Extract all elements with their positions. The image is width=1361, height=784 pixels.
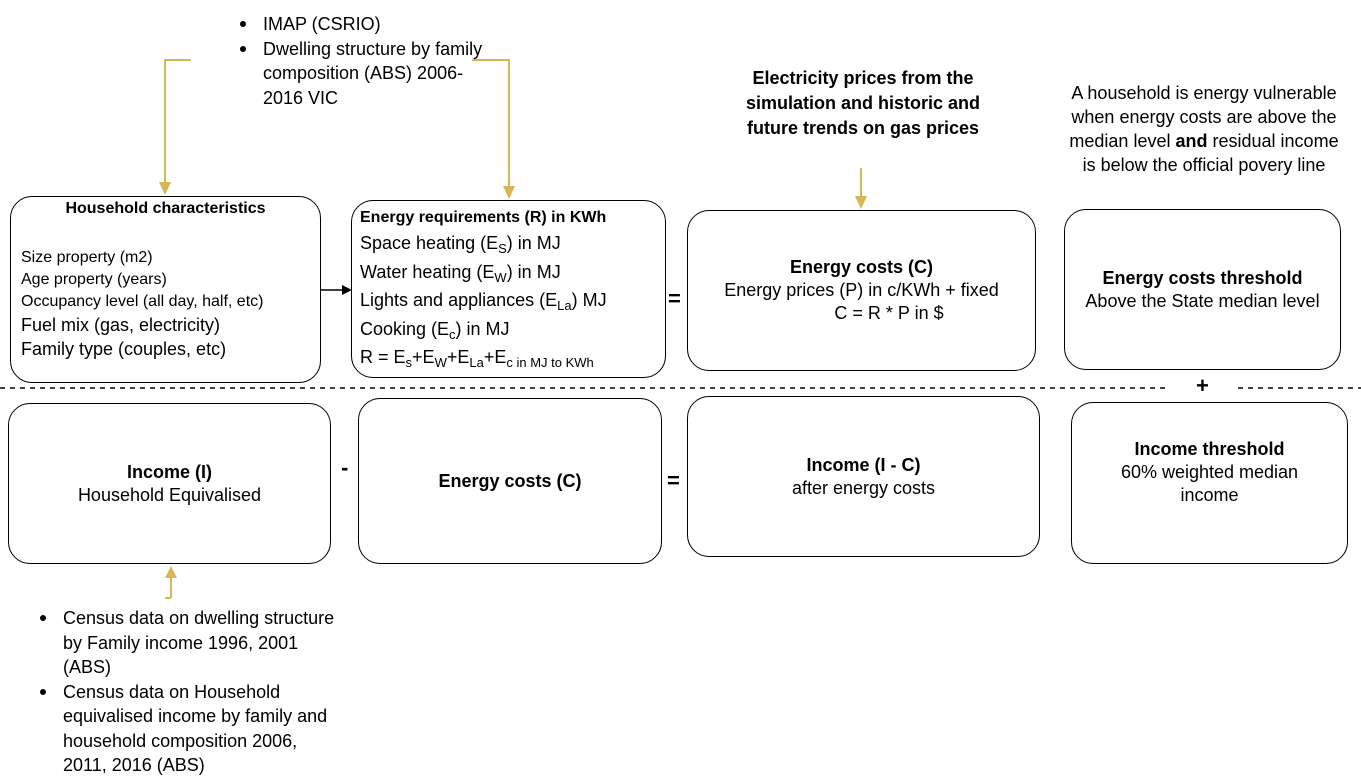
lights-line: Lights and appliances (ELa) MJ (360, 290, 607, 313)
household-characteristics-box: Household characteristics Size property … (10, 196, 321, 383)
source-item: Census data on dwelling structure by Fam… (36, 606, 336, 680)
energy-requirements-box: Energy requirements (R) in KWh Space hea… (351, 200, 666, 378)
household-line: Age property (years) (21, 271, 167, 288)
energy-costs-bottom-title: Energy costs (C) (438, 470, 582, 491)
income-after-title: Income (I - C) (806, 454, 921, 475)
prices-arrowhead (855, 196, 867, 209)
income-box: Income (I) Household Equivalised (8, 403, 331, 564)
water-heating-line: Water heating (EW) in MJ (360, 261, 561, 285)
bottom-sources-list: Census data on dwelling structure by Fam… (36, 606, 336, 778)
energy-costs-line2: C = R * P in $ (834, 303, 944, 323)
source-item: Census data on Household equivalised inc… (36, 680, 336, 778)
energy-costs-line1: Energy prices (P) in c/KWh + fixed (724, 280, 999, 300)
threshold-line1: Above the State median level (1085, 290, 1320, 311)
household-line: Size property (m2) (21, 249, 153, 266)
household-line: Occupancy level (all day, half, etc) (21, 293, 264, 310)
income-threshold-box: Income threshold 60% weighted median inc… (1071, 402, 1348, 564)
household-line: Family type (couples, etc) (21, 339, 227, 359)
energy-req-title: Energy requirements (R) in KWh (360, 209, 607, 226)
household-lines: Size property (m2) Age property (years) … (21, 247, 263, 361)
vulnerability-and: and (1175, 131, 1208, 151)
income-title: Income (I) (126, 461, 212, 482)
source-arrowhead-left (159, 182, 171, 195)
census-arrowhead (165, 566, 177, 578)
source-arrow-right (472, 59, 510, 188)
equals-operator-top: = (668, 286, 681, 311)
formula-line: R = Es+EW+ELa+Ec in MJ to KWh (360, 347, 594, 370)
income-after-line1: after energy costs (791, 477, 936, 498)
top-sources-list: IMAP (CSRIO) Dwelling structure by famil… (236, 12, 486, 110)
energy-costs-title: Energy costs (C) (789, 257, 934, 277)
energy-costs-threshold-box: Energy costs threshold Above the State m… (1064, 209, 1341, 370)
income-threshold-title: Income threshold (1134, 439, 1285, 459)
household-line: Fuel mix (gas, electricity) (21, 315, 221, 335)
household-title: Household characteristics (65, 200, 266, 217)
household-arrowhead (342, 285, 352, 295)
energy-costs-box-top: Energy costs (C) Energy prices (P) in c/… (687, 210, 1036, 371)
cooking-line: Cooking (Ec) in MJ (360, 318, 510, 342)
source-arrowhead-right (503, 186, 515, 199)
source-item: Dwelling structure by family composition… (236, 37, 486, 111)
income-line1: Household Equivalised (77, 484, 262, 505)
plus-operator: + (1196, 373, 1209, 398)
source-item: IMAP (CSRIO) (236, 12, 486, 37)
income-threshold-line1: 60% weighted median income (1120, 462, 1299, 505)
source-arrow-left (164, 59, 191, 185)
electricity-prices-note: Electricity prices from the simulation a… (745, 68, 981, 138)
vulnerability-note: A household is energy vulnerable when en… (1069, 83, 1339, 175)
energy-costs-box-bottom: Energy costs (C) (358, 398, 662, 564)
threshold-title: Energy costs threshold (1102, 267, 1303, 288)
equals-operator-bottom: = (667, 468, 680, 493)
energy-req-content: Energy requirements (R) in KWh Space hea… (360, 207, 607, 372)
space-heating-line: Space heating (ES) in MJ (360, 233, 561, 256)
income-after-costs-box: Income (I - C) after energy costs (687, 396, 1040, 557)
minus-operator: - (341, 455, 349, 480)
